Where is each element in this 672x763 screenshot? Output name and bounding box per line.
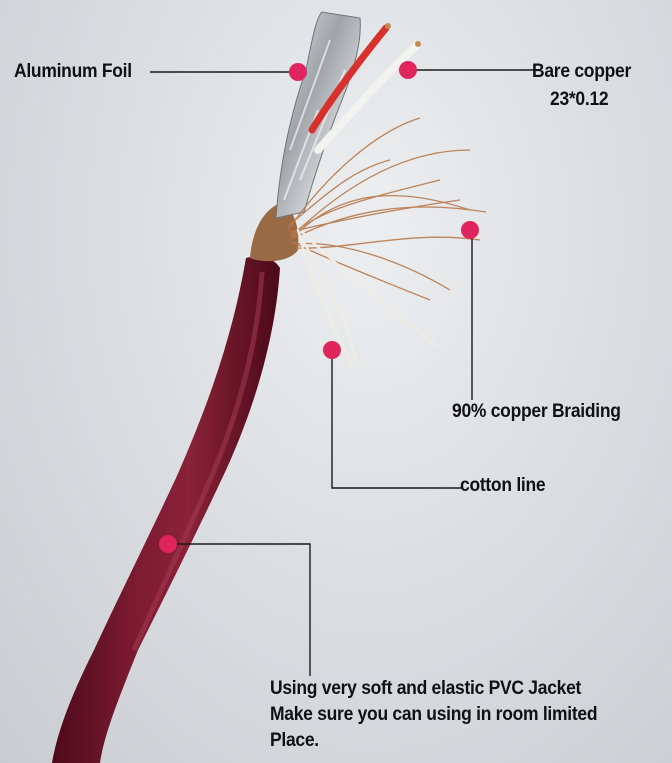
pvc-jacket-label-line-3: Place. [270,730,319,751]
cotton-threads [296,228,438,368]
braid-base [250,204,299,262]
pvc-jacket-label: Using very soft and elastic PVC Jacket M… [270,676,666,754]
marker-dots [159,61,479,553]
white-wire [314,42,420,154]
marker-bare-copper [399,61,417,79]
aluminum-foil-label: Aluminum Foil [14,61,132,82]
cotton-line-label: cotton line [460,475,546,496]
jacket-highlight [131,271,265,652]
leader-lines [150,69,534,676]
pvc-jacket-label-line-2: Make sure you can using in room limited [270,704,598,725]
bare-copper-label: Bare copper [532,61,631,82]
pvc-jacket [52,256,280,763]
marker-cotton-line [323,341,341,359]
marker-pvc-jacket [159,535,177,553]
marker-copper-braiding [461,221,479,239]
copper-braid-strands [287,117,487,301]
marker-aluminum-foil [289,63,307,81]
pvc-jacket-label-line-1: Using very soft and elastic PVC Jacket [270,678,582,699]
copper-braiding-label: 90% copper Braiding [452,401,621,422]
bare-copper-spec-label: 23*0.12 [550,89,609,110]
red-wire [308,24,390,134]
